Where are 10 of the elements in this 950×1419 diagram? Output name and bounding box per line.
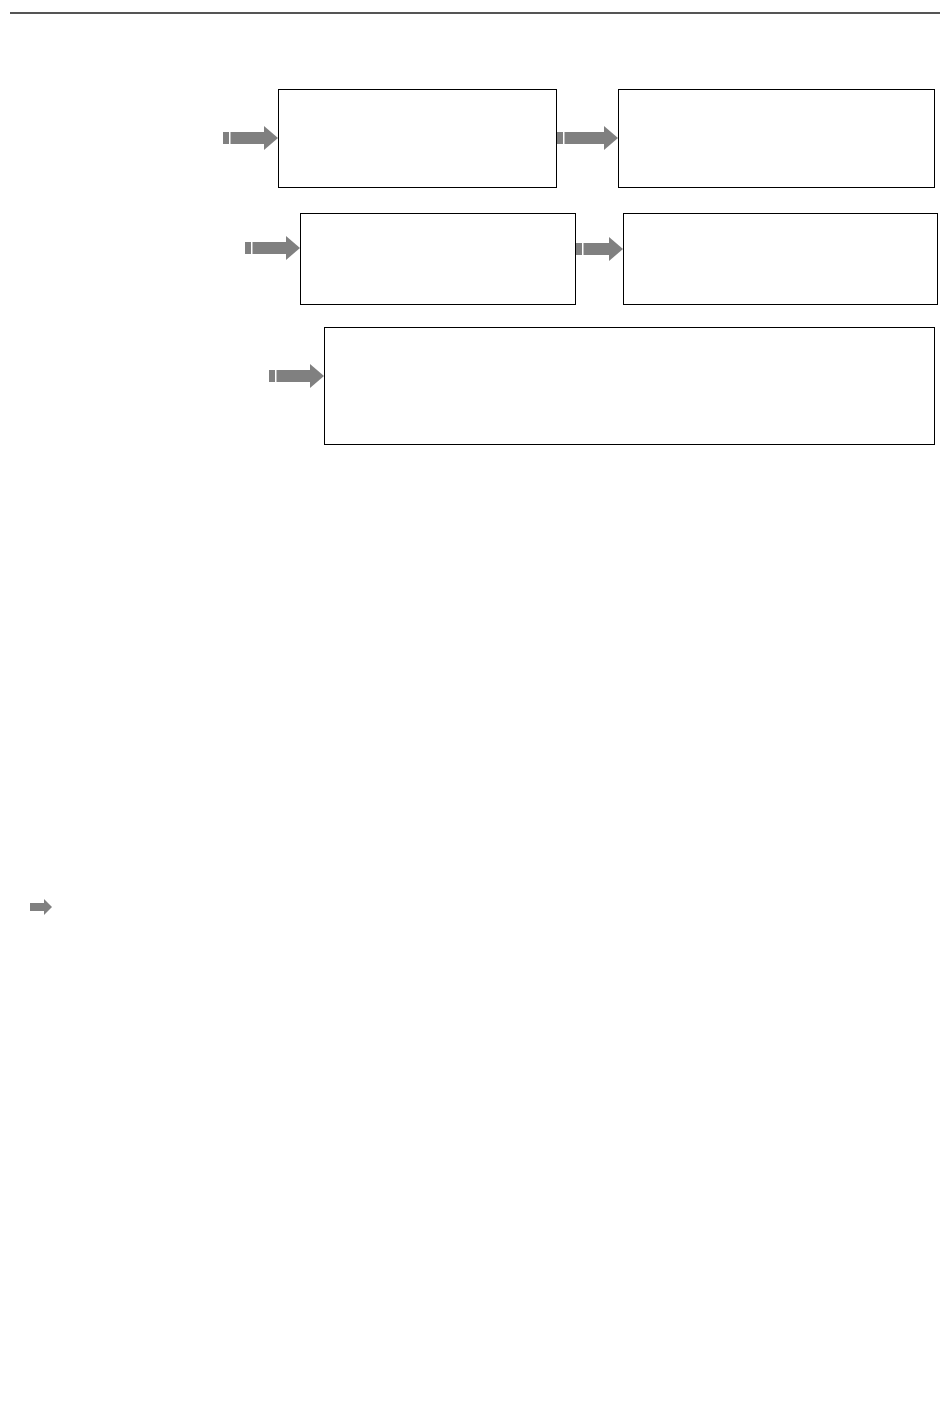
block-arrow (223, 126, 278, 150)
block-arrow (245, 236, 300, 260)
empty-box (324, 327, 935, 445)
block-arrow (576, 237, 623, 261)
empty-box (300, 213, 576, 305)
block-arrow (269, 364, 324, 388)
empty-box (623, 213, 938, 305)
block-arrow (557, 126, 618, 150)
empty-box (618, 89, 935, 188)
empty-box (278, 89, 557, 188)
